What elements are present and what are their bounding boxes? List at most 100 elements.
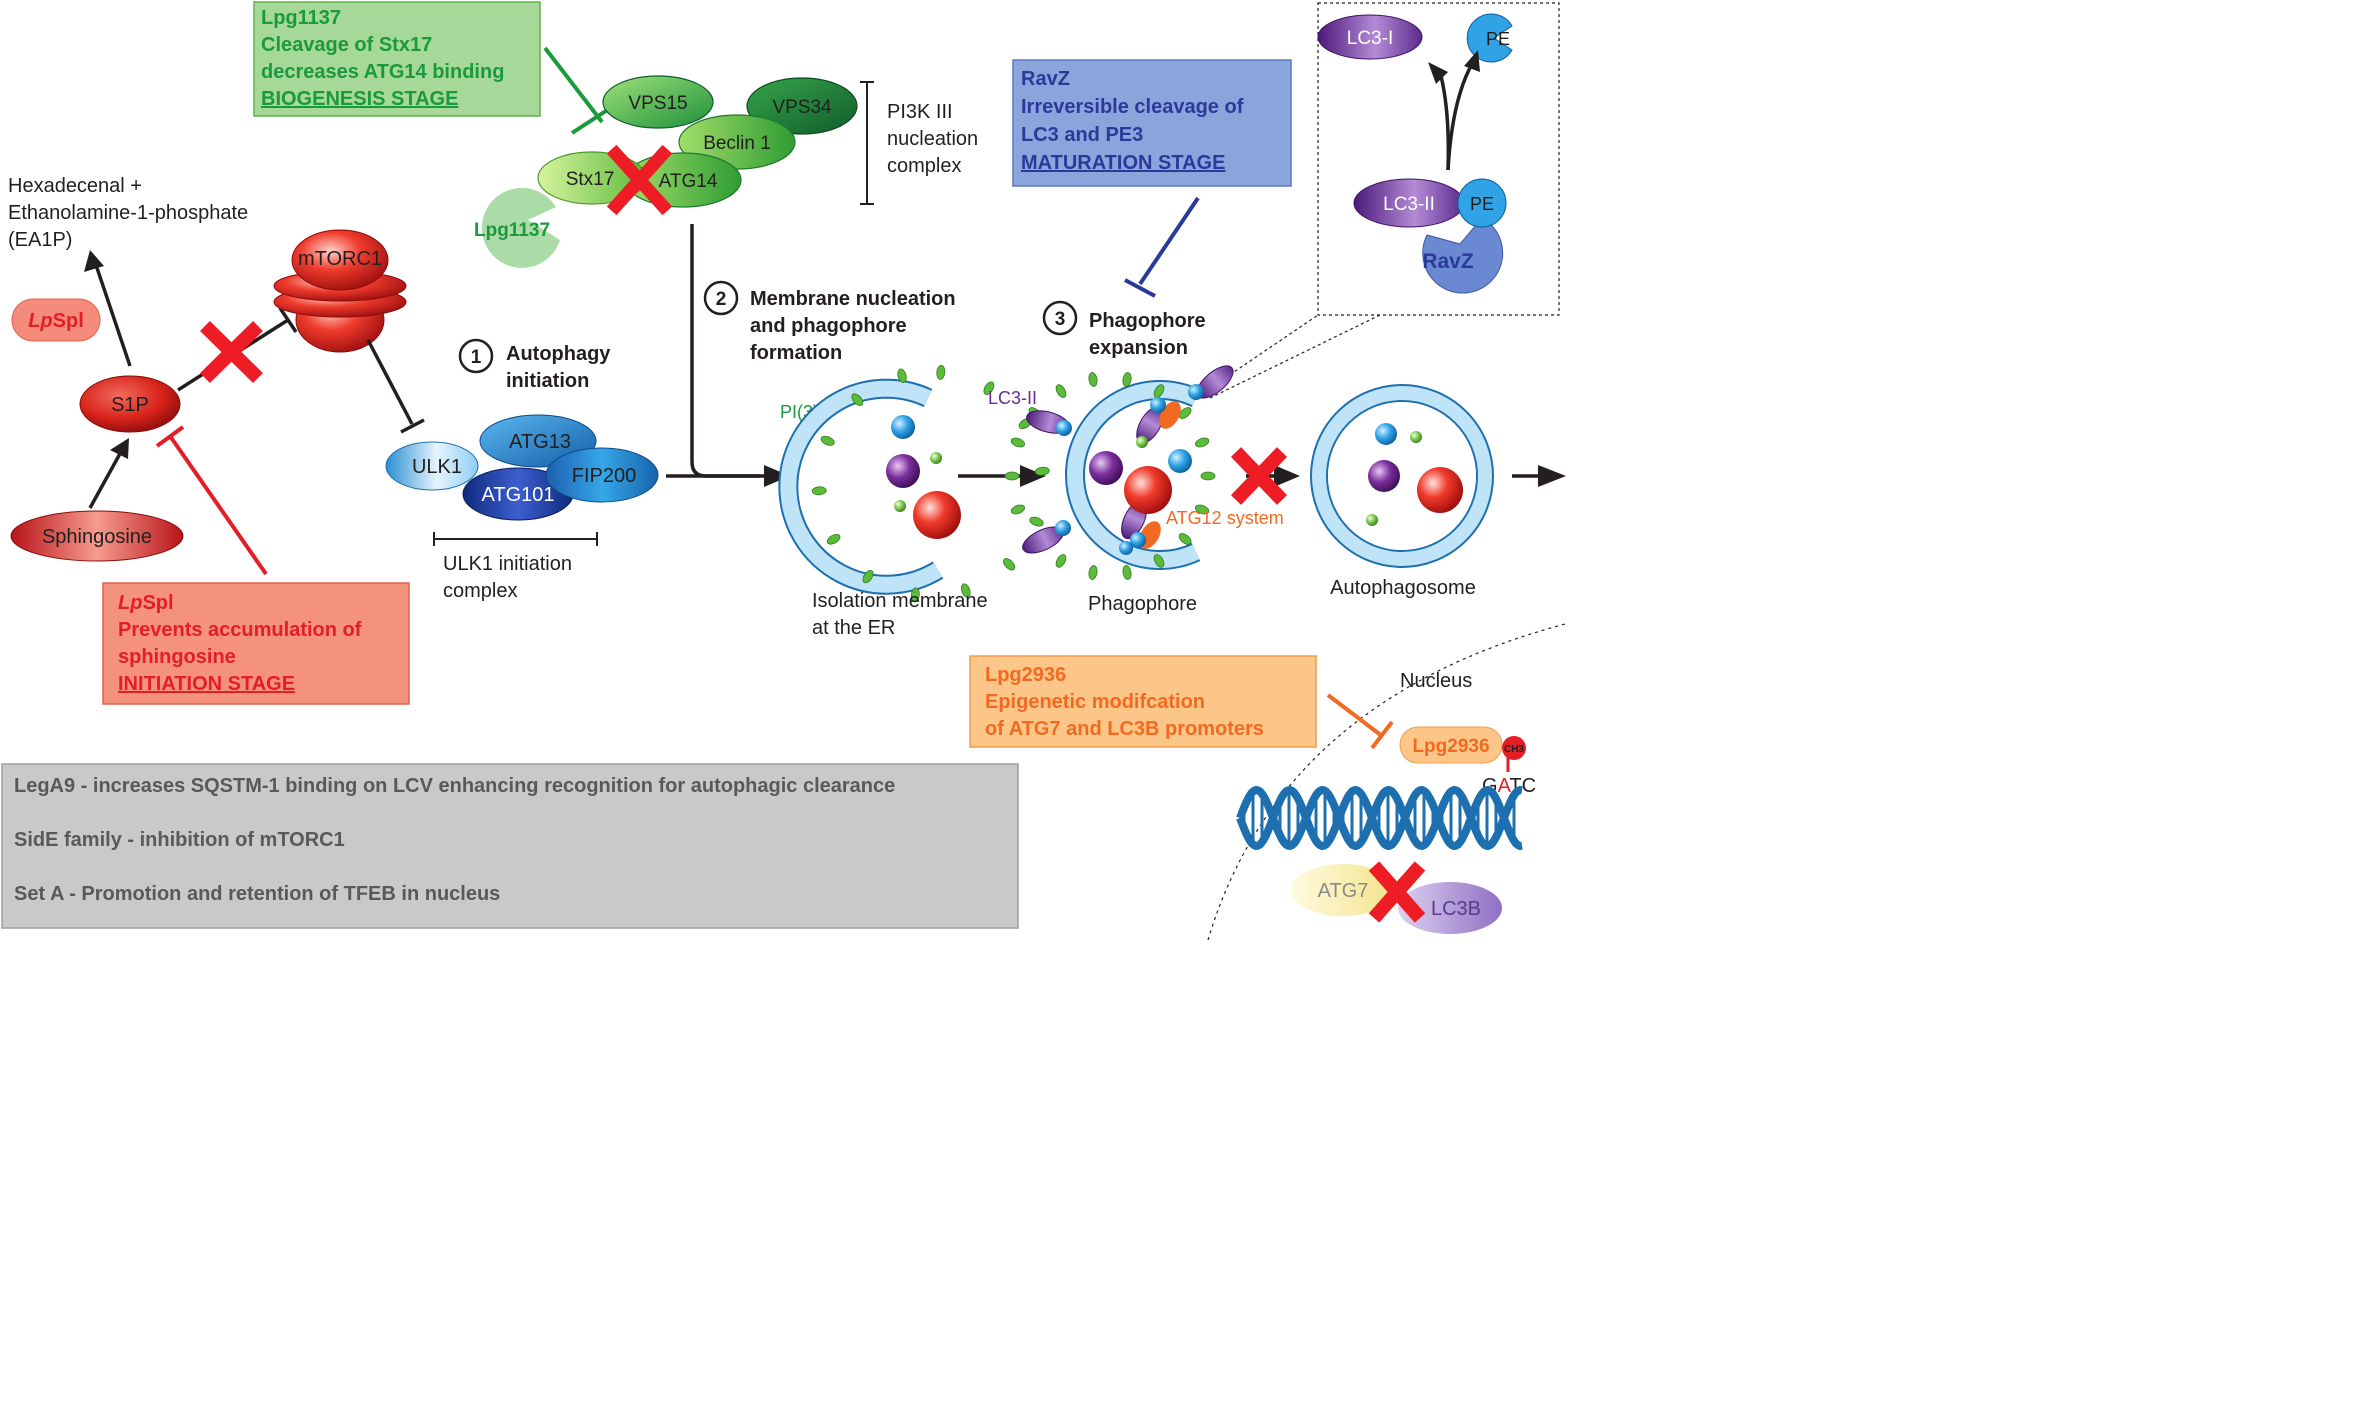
- nucleus-label: Nucleus: [1400, 670, 1472, 692]
- atg14-label: ATG14: [659, 171, 718, 192]
- lpg2936-box-line2: Epigenetic modifcation: [985, 691, 1205, 713]
- autophagosome: Autophagosome: [1310, 384, 1494, 599]
- s1p-molecule: [79, 375, 181, 433]
- pi3p-dot: [1194, 504, 1210, 515]
- pi3k-label-2: nucleation: [887, 128, 978, 150]
- step2-line1: Membrane nucleation: [750, 288, 956, 310]
- pi3p-dot: [1178, 533, 1192, 545]
- pi3p-dot: [1004, 471, 1020, 481]
- pi3p-dot: [1055, 384, 1067, 398]
- pi3p-dot: [1122, 565, 1132, 580]
- pi3p-dot: [820, 435, 835, 446]
- lpspl-pill-label: LpSpl: [28, 310, 84, 332]
- arrowheads: [764, 465, 1566, 487]
- pe-label: PE: [1470, 194, 1494, 214]
- gray-box-line3: Set A - Promotion and retention of TFEB …: [14, 883, 500, 905]
- ravz-label: RavZ: [1422, 250, 1474, 273]
- step2-number: 2: [716, 289, 727, 310]
- sphingosine-molecule: [10, 510, 184, 562]
- lpg2936-box-line3: of ATG7 and LC3B promoters: [985, 718, 1264, 740]
- sphingosine-label: Sphingosine: [42, 526, 152, 548]
- pi3p-dot: [1194, 437, 1210, 448]
- step2-label: 2 Membrane nucleation and phagophore for…: [703, 280, 956, 364]
- pi3p-dot: [811, 486, 827, 496]
- pi3p-dots: [811, 365, 1050, 603]
- lpspl-pill: [11, 298, 101, 342]
- cross-maturation: [1230, 447, 1288, 505]
- atg101-label: ATG101: [482, 484, 555, 506]
- lpspl-box-stage: INITIATION STAGE: [118, 673, 295, 695]
- nucleus: Nucleus Lpg2936 CH3 GATC ATG7 LC3B: [1207, 623, 1566, 941]
- lpg2936-pill: [1399, 726, 1503, 764]
- step1-circle: [458, 338, 494, 374]
- isolation-membrane: PI(3)P Isolation membrane at the ER: [778, 365, 1050, 639]
- ravz-box: RavZ Irreversible cleavage of LC3 and PE…: [1012, 59, 1292, 187]
- isolation-label-2: at the ER: [812, 617, 895, 639]
- lc3i-label: LC3-I: [1347, 28, 1393, 49]
- phagophore: LC3-II ATG12 system Phagophore: [988, 365, 1284, 615]
- lpg1137-box-line3: decreases ATG14 binding: [261, 61, 504, 83]
- phago-cargo-blue: [1168, 449, 1192, 473]
- step2-line2: and phagophore: [750, 315, 907, 337]
- pi3p-dot: [1200, 471, 1216, 481]
- pi3k-complex: Lpg1137 VPS15 VPS34 Beclin 1 ATG14 Stx17…: [474, 75, 978, 268]
- mtorc1-label: mTORC1: [298, 248, 382, 270]
- pi3p-dot: [862, 569, 874, 584]
- ulk1-complex: 1 Autophagy initiation ATG13 ATG101 FIP2…: [385, 338, 659, 602]
- cross-genes: [1368, 861, 1426, 923]
- vps34-protein: [746, 77, 858, 135]
- atg7-gene: [1291, 864, 1395, 916]
- phago-cargo-green: [1136, 436, 1148, 448]
- lpg1137-box-line2: Cleavage of Stx17: [261, 34, 432, 56]
- pi3k-label-3: complex: [887, 155, 961, 177]
- ravz-protein: [1422, 217, 1504, 294]
- lc3b-gene: [1398, 882, 1502, 934]
- ravz-inset: LC3-I PE RavZ LC3-II PE: [1199, 2, 1560, 399]
- pi3k-bracket: [860, 81, 874, 205]
- lc3ii-membrane-label: LC3-II: [988, 388, 1037, 408]
- ulk1-label-line1: ULK1 initiation: [443, 553, 572, 575]
- lpg2936-box: Lpg2936 Epigenetic modifcation of ATG7 a…: [969, 655, 1317, 748]
- pe-top-label: PE: [1486, 29, 1510, 49]
- gray-summary-box: LegA9 - increases SQSTM-1 binding on LCV…: [1, 763, 1019, 929]
- ch3-label: CH3: [1504, 744, 1524, 755]
- vps15-label: VPS15: [628, 93, 687, 114]
- lpg2936-pill-label: Lpg2936: [1412, 736, 1489, 757]
- lpspl-box-line2: Prevents accumulation of: [118, 619, 362, 641]
- pi3p-dot: [1178, 407, 1192, 419]
- phago-pe-dots: [1055, 384, 1204, 555]
- cargo-blue: [891, 415, 915, 439]
- autophagosome-label: Autophagosome: [1330, 577, 1476, 599]
- pi3p-dot: [897, 368, 907, 384]
- ulk1-protein: [385, 441, 479, 491]
- lc3i-protein: [1317, 14, 1423, 60]
- lpg1137-protein-label: Lpg1137: [474, 220, 550, 241]
- lc3b-label: LC3B: [1431, 898, 1481, 920]
- dna-strand: [1236, 785, 1523, 851]
- dna-helix: [1236, 785, 1523, 851]
- gray-box-line2: SidE family - inhibition of mTORC1: [14, 829, 345, 851]
- pi3p-dot: [1088, 565, 1098, 580]
- fip200-protein: [545, 447, 659, 503]
- sphingolipid-pathway: Hexadecenal + Ethanolamine-1-phosphate (…: [8, 175, 425, 576]
- isolation-label-1: Isolation membrane: [812, 590, 988, 612]
- pi3p-dot: [1055, 554, 1067, 568]
- pi3k-label-1: PI3K III: [887, 101, 953, 123]
- lpspl-box-line3: sphingosine: [118, 646, 236, 668]
- atg13-label: ATG13: [509, 431, 571, 453]
- cross-stx17-atg14: [606, 144, 673, 216]
- atg12-label: ATG12 system: [1166, 508, 1284, 528]
- lpg1137-protein: [481, 187, 560, 268]
- ravz-inhibition-arrow: [1124, 196, 1200, 298]
- cargo-green-1: [930, 452, 942, 464]
- pi3p-dot: [1010, 437, 1026, 448]
- beclin1-label: Beclin 1: [703, 133, 771, 154]
- step1-number: 1: [471, 347, 482, 368]
- products-line2: Ethanolamine-1-phosphate: [8, 202, 248, 224]
- pi3p-dot: [1153, 554, 1165, 568]
- lpspl-box: LpSpl Prevents accumulation of sphingosi…: [102, 582, 410, 705]
- cross-s1p-mtorc1: [200, 321, 263, 383]
- products-line1: Hexadecenal +: [8, 175, 142, 197]
- pe-top-shape: [1466, 13, 1513, 63]
- cargo-green-2: [894, 500, 906, 512]
